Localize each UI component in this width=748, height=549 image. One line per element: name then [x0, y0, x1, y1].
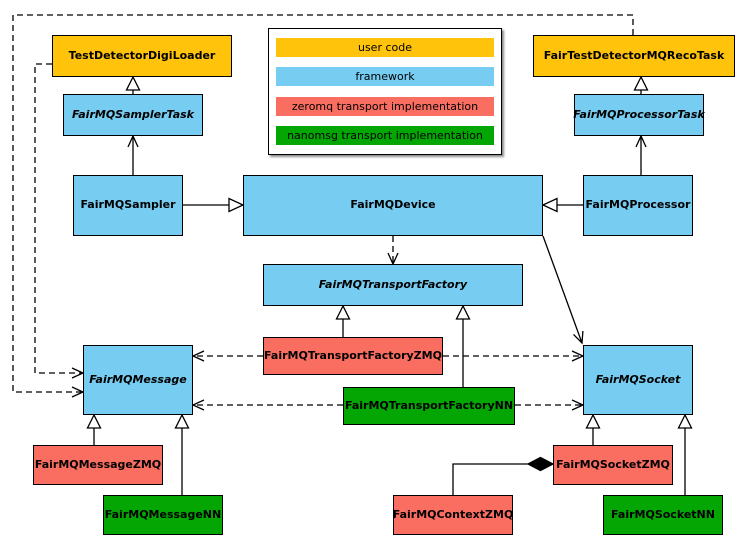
hollow-triangle-icon	[335, 304, 351, 320]
open-arrowhead-icon	[191, 350, 205, 362]
edge-fairmqtransportfactorynn-depends-fairmqsocket	[515, 399, 585, 411]
edge-fairmqmessagezmq-inherits-fairmqmessage	[86, 413, 102, 445]
node-fairmqprocessor: FairMQProcessor	[583, 175, 693, 236]
node-fairmqtransportfactoryzmq: FairMQTransportFactoryZMQ	[263, 337, 443, 375]
node-fairmqsamplertask: FairMQSamplerTask	[63, 94, 203, 136]
edge-fairmqsamplertask-inherits-testdetectordigiloader	[125, 75, 141, 94]
node-testdetectordigiloader: TestDetectorDigiLoader	[52, 35, 232, 77]
edge-fairmqdevice-uses-fairmqsocket	[542, 235, 584, 345]
edge-fairmqtransportfactorynn-depends-fairmqmessage	[191, 399, 343, 411]
edge-fairmqprocessor-inherits-fairmqdevice	[541, 197, 583, 213]
node-fairmqmessage: FairMQMessage	[83, 345, 193, 415]
hollow-triangle-icon	[86, 413, 102, 429]
hollow-triangle-icon	[541, 197, 558, 213]
filled-diamond-icon	[526, 456, 555, 472]
edge-fairmqtransportfactoryzmq-inherits-fairmqtransportfactory	[335, 304, 351, 337]
node-fairmqmessagezmq: FairMQMessageZMQ	[33, 445, 163, 485]
node-fairmqsocketnn: FairMQSocketNN	[603, 495, 723, 535]
open-arrowhead-icon	[573, 330, 584, 345]
open-arrowhead-icon	[191, 399, 205, 411]
node-fairmqsampler: FairMQSampler	[73, 175, 183, 236]
edge-fairmqsocketzmq-composes-fairmqcontextzmq	[452, 456, 555, 495]
legend: user code framework zeromq transport imp…	[268, 28, 502, 155]
legend-item-nanomsg: nanomsg transport implementation	[276, 125, 494, 145]
edge-fairmqtransportfactoryzmq-depends-fairmqmessage	[191, 350, 263, 362]
node-fairmqcontextzmq: FairMQContextZMQ	[393, 495, 513, 535]
edge-fairmqprocessortask-inherits-fairtestdetectormqrecotask	[633, 75, 649, 94]
edge-fairmqdevice-depends-fairmqtransportfactory	[387, 236, 399, 266]
edge-fairmqtransportfactoryzmq-depends-fairmqsocket	[443, 350, 585, 362]
node-fairmqdevice: FairMQDevice	[243, 175, 543, 236]
node-fairmqtransportfactorynn: FairMQTransportFactoryNN	[343, 387, 515, 425]
edge-fairmqsampler-uses-fairmqsamplertask	[127, 134, 139, 175]
edge-fairmqtransportfactorynn-inherits-fairmqtransportfactory	[455, 304, 471, 387]
open-arrowhead-icon	[635, 134, 647, 148]
legend-item-user-code: user code	[276, 38, 494, 57]
legend-item-framework: framework	[276, 67, 494, 87]
hollow-triangle-icon	[633, 75, 649, 91]
edge-fairmqsocketnn-inherits-fairmqsocket	[677, 413, 693, 495]
edge-fairmqmessagenn-inherits-fairmqmessage	[174, 413, 190, 495]
edge-fairmqprocessor-uses-fairmqprocessortask	[635, 134, 647, 175]
node-fairmqprocessortask: FairMQProcessorTask	[573, 94, 705, 136]
legend-item-zeromq: zeromq transport implementation	[276, 96, 494, 116]
hollow-triangle-icon	[677, 413, 693, 429]
hollow-triangle-icon	[125, 75, 141, 91]
node-fairmqtransportfactory: FairMQTransportFactory	[263, 264, 523, 306]
hollow-triangle-icon	[455, 304, 471, 320]
hollow-triangle-icon	[585, 413, 601, 429]
open-arrowhead-icon	[127, 134, 139, 148]
hollow-triangle-icon	[174, 413, 190, 429]
node-fairmqsocketzmq: FairMQSocketZMQ	[553, 445, 673, 485]
edge-fairmqsocketzmq-inherits-fairmqsocket	[585, 413, 601, 445]
hollow-triangle-icon	[228, 197, 245, 213]
node-fairmqmessagenn: FairMQMessageNN	[103, 495, 223, 535]
edge-fairmqsampler-inherits-fairmqdevice	[183, 197, 245, 213]
node-fairmqsocket: FairMQSocket	[583, 345, 693, 415]
node-fairtestdetectormqrecotask: FairTestDetectorMQRecoTask	[533, 35, 735, 77]
